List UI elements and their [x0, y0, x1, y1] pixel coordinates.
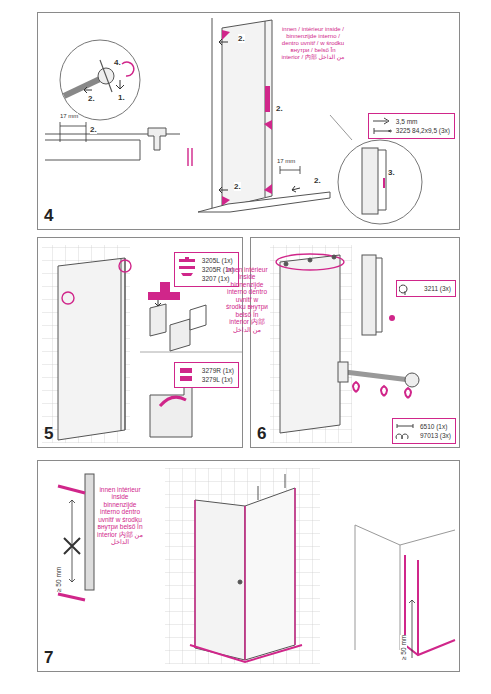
wall-and-panel: [270, 245, 352, 443]
part-icon-shape: [399, 285, 407, 295]
part-number: 3207 (1x): [202, 274, 234, 283]
step-panel: 6 3211 (3x) 6510 (1x)97013 (3x): [250, 237, 460, 448]
step-callout: 2.: [238, 34, 245, 43]
profile-and-bracket: [338, 255, 419, 398]
part-icon-shape: [179, 257, 195, 276]
inside-label: innen intérieur inside binnenzijde inter…: [97, 486, 143, 546]
step-callout: 2.: [234, 182, 241, 191]
hinge-inset: [60, 40, 140, 120]
part-number: 3211 (3x): [424, 284, 451, 293]
part-icon: [371, 116, 393, 134]
step-callout: 3.: [388, 168, 395, 177]
part-number: 3279L (1x): [202, 375, 234, 384]
step-number: 5: [44, 424, 53, 444]
parts-list-box: 6510 (1x)97013 (3x): [392, 418, 456, 444]
part-icon: [399, 283, 421, 301]
dimension: ≥ 50 mm: [400, 635, 407, 660]
wall-profile-section: [45, 122, 192, 166]
part-icon-shape: [180, 368, 192, 381]
part-number: 97013 (3x): [420, 431, 451, 440]
parts-list-box: 3,5 mm3225 84,2x9,5 (3x): [368, 113, 455, 139]
step-panel: 53205L (1x)3205R (1x)3207 (1x)3279R (1x)…: [37, 237, 243, 448]
part-number: 6510 (1x): [420, 422, 451, 431]
step-callout: 2.: [90, 125, 97, 134]
part-icon: [177, 365, 199, 383]
step-number: 6: [257, 424, 266, 444]
step-callout: 1.: [118, 93, 125, 102]
part-icon: [177, 255, 199, 282]
step-number: 7: [44, 648, 53, 668]
inside-label: innen / intérieur inside / binnenzijde i…: [281, 26, 345, 60]
part-number: 3,5 mm: [396, 117, 450, 126]
wall-fixing-inset: [58, 474, 94, 600]
dimension: 17 mm: [60, 113, 78, 120]
part-number: 3279R (1x): [202, 366, 234, 375]
parts-list-box: 3211 (3x): [396, 280, 456, 297]
dimension: 17 mm: [277, 158, 295, 165]
part-number: 3205L (1x): [202, 256, 234, 265]
parts-list-box: 3279R (1x)3279L (1x): [174, 362, 239, 388]
step-callout: 4.: [114, 58, 121, 67]
step-panel: 4 3,5 mm3225 84,2x9,5 (3x): [37, 12, 460, 230]
enclosure: [165, 468, 320, 664]
clip-parts: [148, 282, 206, 437]
wall-and-panel: [42, 245, 243, 443]
part-icon: [395, 421, 417, 439]
step-callout: 2.: [314, 176, 321, 185]
step-number: 4: [44, 206, 53, 226]
part-icon-shape: [396, 424, 413, 439]
inside-label: innen intérieur inside binnenzijde inter…: [226, 266, 268, 333]
step-callout: 2.: [88, 94, 95, 103]
part-icon-shape: [373, 118, 391, 134]
part-number: 3225 84,2x9,5 (3x): [396, 126, 450, 135]
step-callout: 2.: [276, 104, 283, 113]
dimension: ≥ 50 mm: [55, 567, 62, 592]
